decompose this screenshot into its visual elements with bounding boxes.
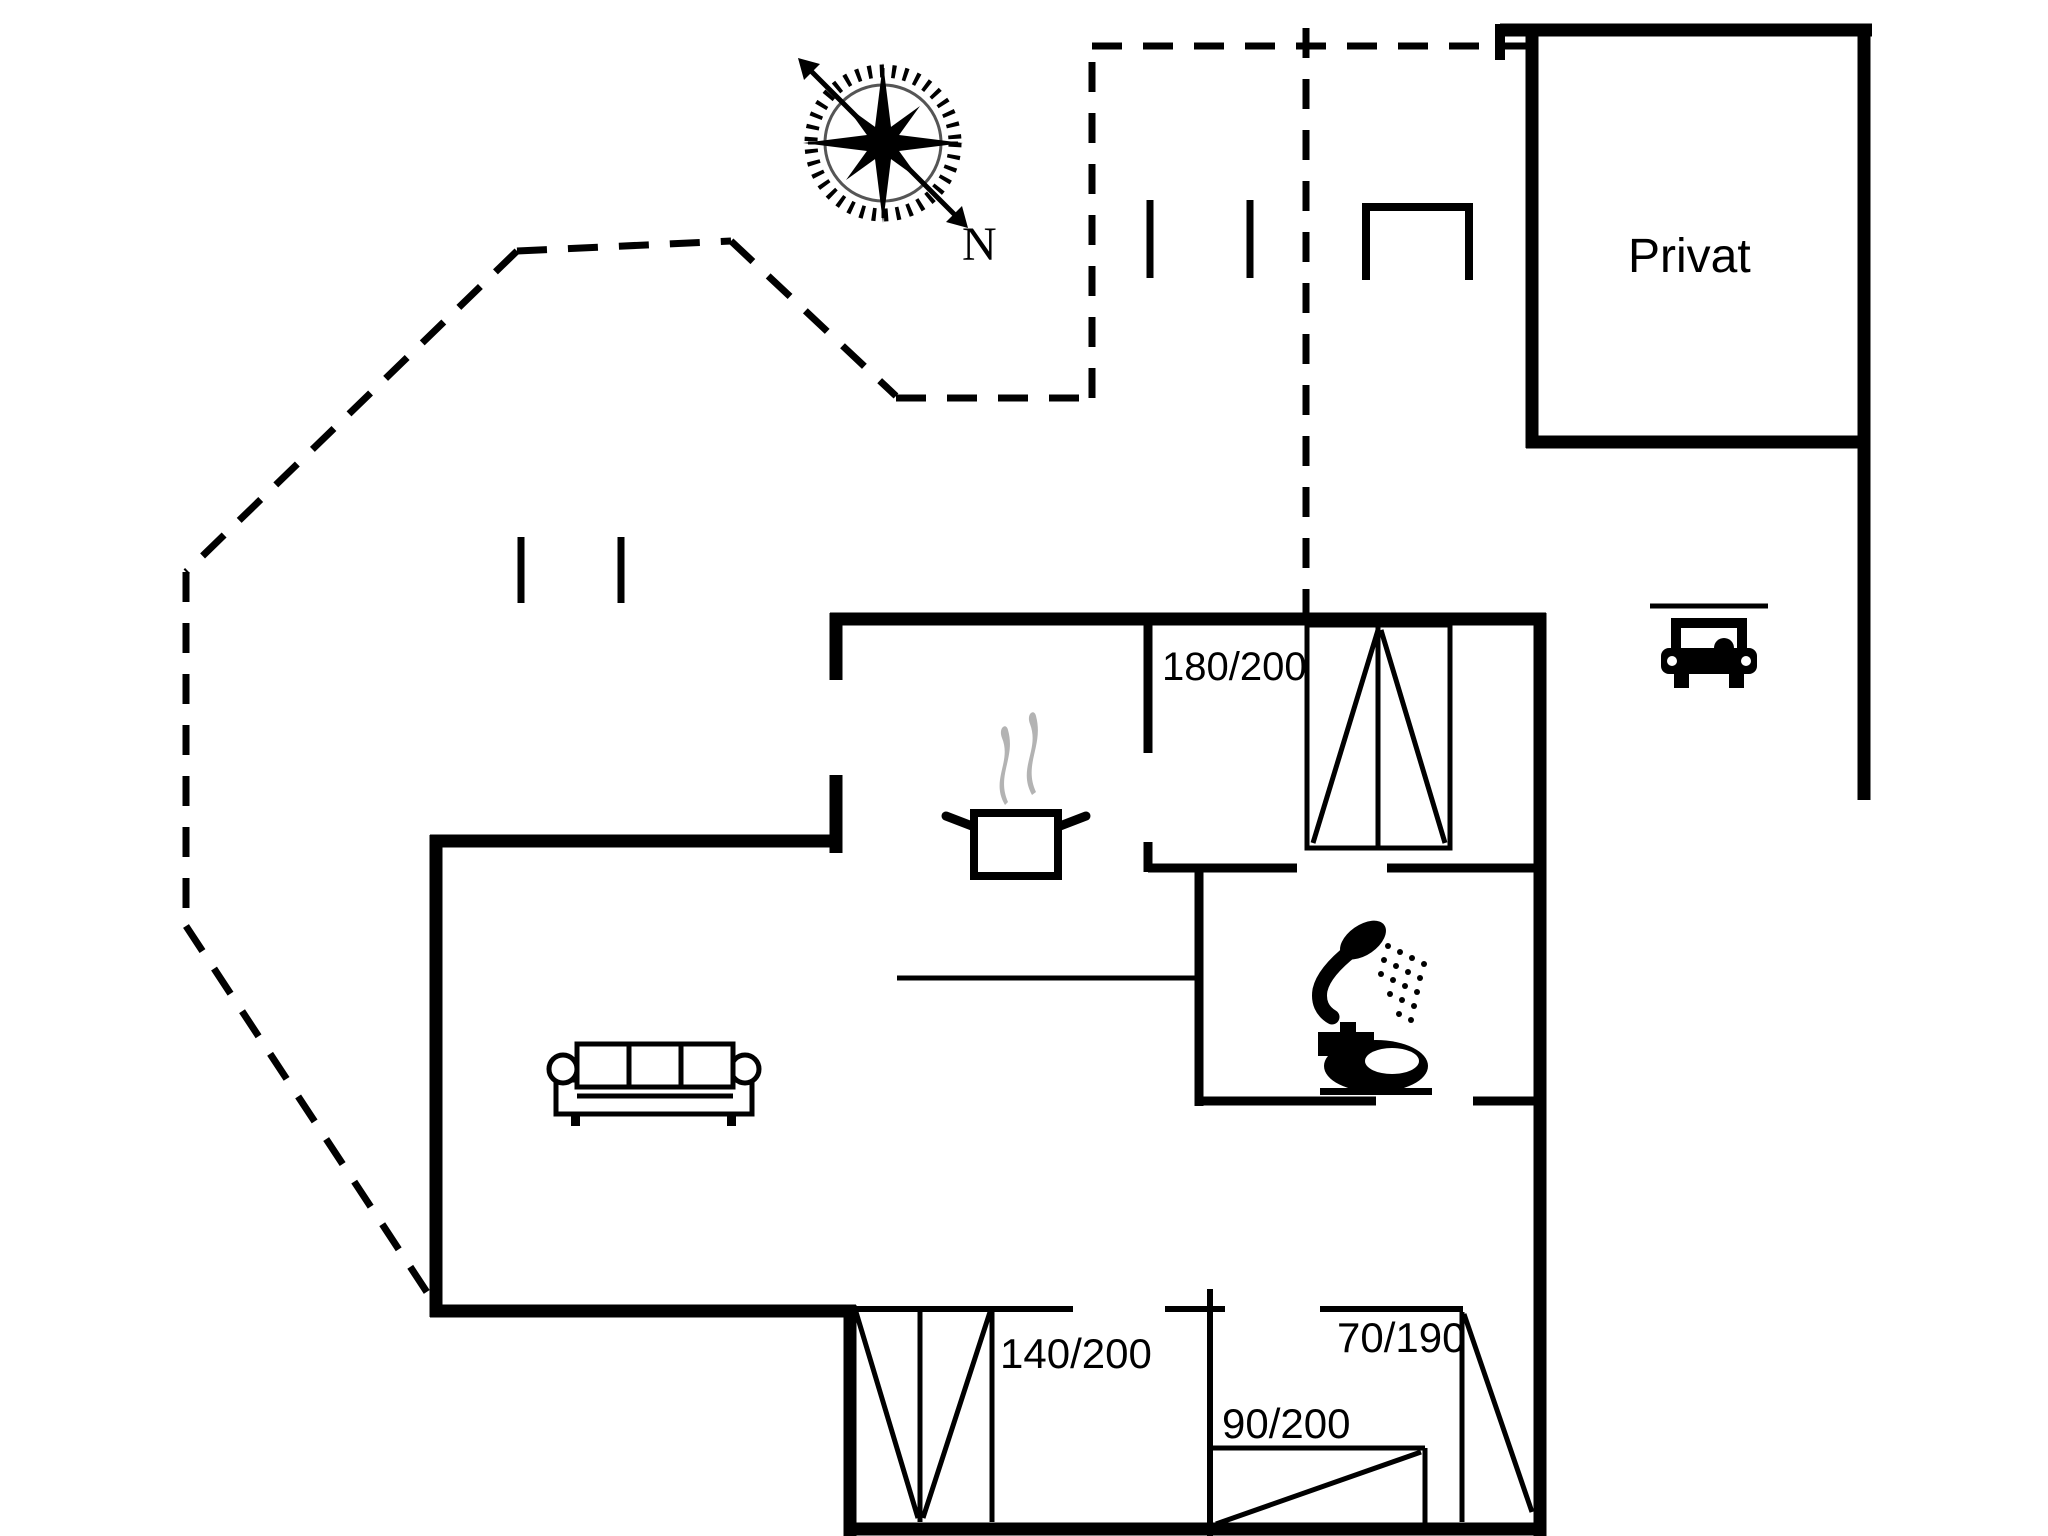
- door-symbol-90: [1213, 1445, 1428, 1529]
- sofa-arm-left: [546, 1052, 580, 1086]
- car-wheel-left: [1674, 672, 1689, 688]
- car-body: [1661, 648, 1757, 674]
- car-driver: [1714, 638, 1734, 648]
- window70-diagonal: [1461, 1313, 1535, 1513]
- dim-label-140: 140/200: [1000, 1330, 1152, 1377]
- toilet-bowl-opening: [1365, 1048, 1419, 1074]
- shower-head: [1340, 920, 1386, 960]
- compass-needle-head: [946, 206, 968, 228]
- wardrobe-door-diagonal-left: [1310, 629, 1381, 844]
- compass-point-n: [873, 63, 893, 143]
- boundary-top-left-horizontal: [516, 237, 732, 255]
- compass-rose-icon: [798, 58, 968, 228]
- sofa-foot-right: [727, 1114, 736, 1126]
- window140-diagonal-left: [853, 1311, 921, 1519]
- window-symbol-70: [1459, 1312, 1535, 1522]
- steam-wisp-right: [1026, 712, 1038, 795]
- opening-symbols: [517, 200, 1535, 1529]
- shower-icon: [1312, 920, 1427, 1025]
- house-outer-walls: [429, 612, 1547, 1536]
- pot-body: [970, 809, 1062, 880]
- shower-arm: [1312, 942, 1360, 1025]
- toilet-base: [1320, 1088, 1432, 1095]
- sofa-icon: [546, 1041, 762, 1126]
- dashed-boundary: [182, 28, 1526, 1311]
- toilet-button: [1340, 1022, 1356, 1032]
- boundary-bottom-diagonal: [183, 924, 441, 1311]
- sofa-foot-left: [571, 1114, 580, 1126]
- annex-label: Privat: [1628, 230, 1751, 283]
- dim-label-180: 180/200: [1162, 645, 1307, 689]
- boundary-left-diagonal: [183, 248, 520, 575]
- shower-spray-dots: [1378, 943, 1427, 1023]
- car-headlight-left: [1667, 656, 1677, 666]
- terrace-post-marks: [517, 200, 1254, 603]
- pot-handle-right: [1055, 811, 1091, 831]
- sofa-back-cushions: [574, 1041, 736, 1090]
- parking-area: [1650, 603, 1768, 688]
- dim-label-70: 70/190: [1337, 1314, 1465, 1361]
- pot-handle-left: [941, 811, 977, 831]
- compass-point-w: [803, 133, 883, 153]
- compass-point-s: [873, 143, 893, 223]
- compass-needle: [804, 64, 962, 222]
- wardrobe-symbol: [1304, 622, 1453, 851]
- compass-needle-tail: [798, 58, 820, 80]
- car-wheel-right: [1729, 672, 1744, 688]
- door90-leaf-diagonal: [1215, 1449, 1422, 1527]
- toilet-icon: [1318, 1022, 1432, 1095]
- car-headlight-right: [1741, 656, 1751, 666]
- north-label: N: [962, 218, 997, 271]
- compass-point-e: [883, 133, 963, 153]
- window140-diagonal-right: [920, 1311, 993, 1519]
- entrance-door-frame: [1362, 203, 1473, 280]
- car-icon: [1661, 618, 1757, 688]
- labels: Privat N 180/200 140/200 90/200 70/190: [962, 218, 1751, 1447]
- dim-label-90: 90/200: [1222, 1400, 1350, 1447]
- steam-wisp-left: [999, 726, 1010, 805]
- window-symbol-140: [853, 1311, 995, 1522]
- boundary-mid-diagonal: [728, 238, 899, 399]
- wardrobe-door-diagonal-right: [1378, 629, 1448, 844]
- cooking-pot-icon: [941, 712, 1091, 880]
- interior-walls: [856, 619, 1534, 1536]
- privat-annex-walls: [1495, 23, 1872, 800]
